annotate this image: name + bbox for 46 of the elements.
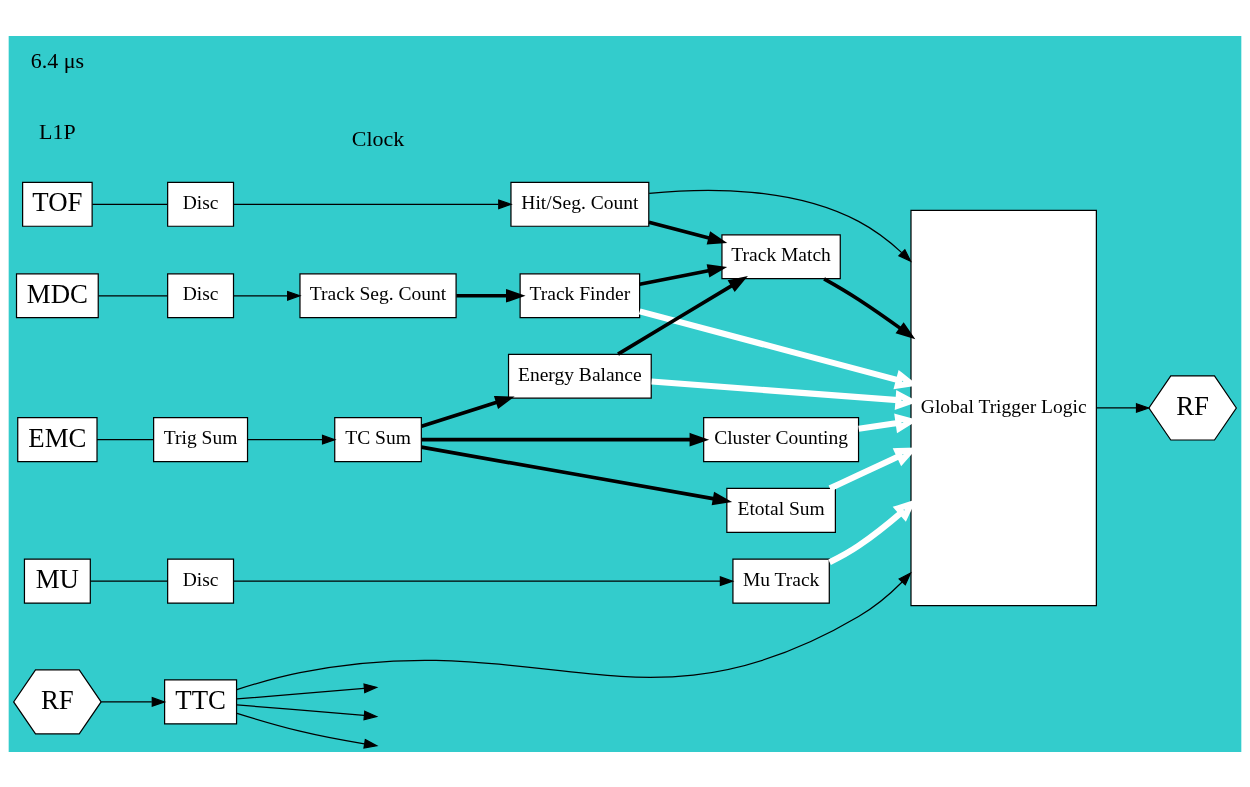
node-box: Trig Sum	[153, 416, 249, 462]
node-box: TOF	[22, 181, 93, 227]
arrow	[236, 703, 379, 721]
arrow	[421, 444, 733, 505]
arrow	[100, 696, 167, 707]
node-box: Track Match	[721, 233, 841, 279]
label: 6.4 μs	[30, 47, 84, 73]
arrow	[639, 263, 728, 286]
connector	[91, 203, 168, 205]
arrow	[648, 219, 728, 244]
connector	[97, 294, 168, 296]
arrow	[233, 198, 513, 209]
connector	[89, 580, 169, 582]
node-box: TC Sum	[334, 416, 422, 462]
node-box: Track Seg. Count	[299, 272, 457, 318]
node-box: Disc	[167, 272, 235, 318]
arrow	[823, 276, 916, 339]
arrow	[648, 189, 912, 262]
arrow	[638, 307, 919, 389]
arrow	[247, 434, 337, 445]
label: Clock	[351, 125, 405, 151]
node-box: MDC	[15, 272, 99, 318]
arrow	[617, 275, 748, 356]
node-box: MU	[23, 558, 91, 604]
node-box: Hit/Seg. Count	[510, 181, 650, 227]
node-box: Global Trigger Logic	[910, 209, 1097, 606]
node-box: Cluster Counting	[703, 416, 860, 462]
node-box: TTC	[164, 678, 238, 724]
arrow	[233, 290, 302, 301]
node-box: Disc	[167, 558, 235, 604]
node-box: Track Finder	[519, 272, 641, 318]
node-box: Energy Balance	[507, 353, 652, 399]
label: L1P	[39, 118, 76, 144]
connector	[96, 438, 155, 440]
node-box: Etotal Sum	[726, 487, 836, 533]
arrow	[1095, 402, 1151, 413]
arrow	[233, 575, 735, 586]
node-box: EMC	[17, 416, 98, 462]
node-box: Mu Track	[732, 558, 830, 604]
arrow	[456, 288, 526, 303]
arrow	[236, 682, 379, 700]
node-box: Disc	[167, 181, 235, 227]
arrow	[236, 712, 379, 749]
arrow	[421, 432, 710, 447]
arrow	[236, 571, 912, 690]
arrow	[421, 395, 515, 428]
